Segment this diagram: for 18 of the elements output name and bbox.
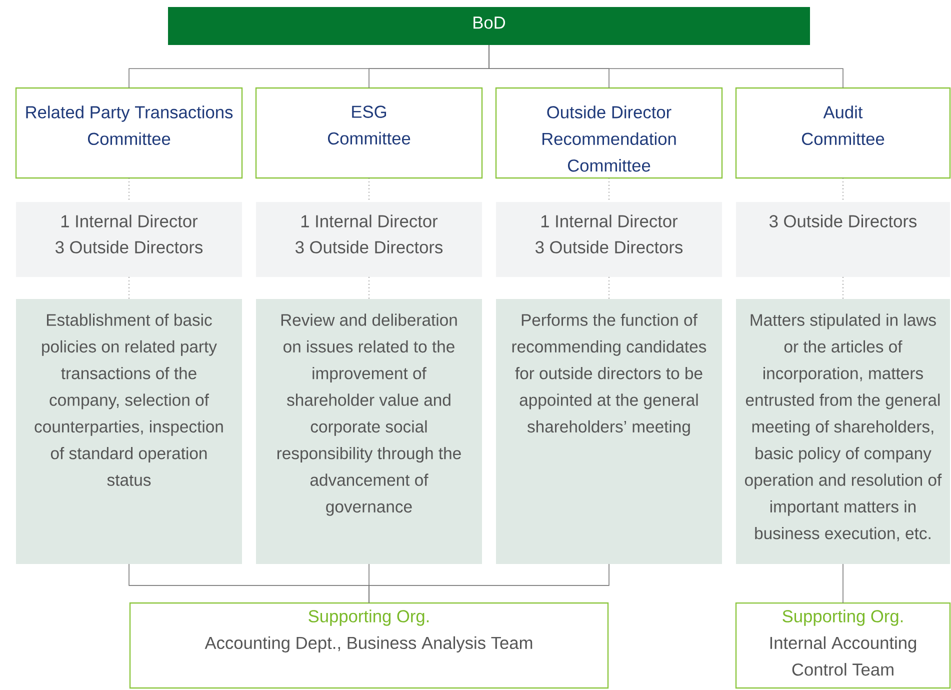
duty-box: Review and deliberation on issues related to the improvement of shareholder value and corporate social responsibility through the advancement of governance bbox=[256, 299, 482, 564]
membership-box: 1 Internal Director 3 Outside Directors bbox=[16, 202, 242, 277]
connector-line bbox=[842, 564, 844, 604]
committee-box: Related Party Transactions Committee bbox=[15, 87, 243, 179]
board-box: BoD bbox=[168, 7, 810, 45]
committee-box: Audit Committee bbox=[735, 87, 951, 179]
duty-box: Establishment of basic policies on related party transactions of the company, selection of counterparties, inspection of standard operation status bbox=[16, 299, 242, 564]
membership-box: 1 Internal Director 3 Outside Directors bbox=[256, 202, 482, 277]
membership-box: 1 Internal Director 3 Outside Directors bbox=[496, 202, 722, 277]
connector-line bbox=[368, 564, 610, 604]
supporting-org-box: Supporting Org. Accounting Dept., Business Analysis Team bbox=[129, 602, 609, 689]
membership-box: 3 Outside Directors bbox=[736, 202, 950, 277]
connector-line bbox=[488, 44, 844, 88]
supporting-org-box: Supporting Org. Internal Accounting Control Team bbox=[735, 602, 951, 689]
committee-box: Outside Director Recommendation Committee bbox=[495, 87, 723, 179]
committee-box: ESG Committee bbox=[255, 87, 483, 179]
duty-box: Matters stipulated in laws or the articles of incorporation, matters entrusted from the general meeting of shareholders, basic policy of company operation and resolution of important matters in business execution, etc. bbox=[736, 299, 950, 564]
duty-box: Performs the function of recommending candidates for outside directors to be appointed at the general shareholders’ meeting bbox=[496, 299, 722, 564]
